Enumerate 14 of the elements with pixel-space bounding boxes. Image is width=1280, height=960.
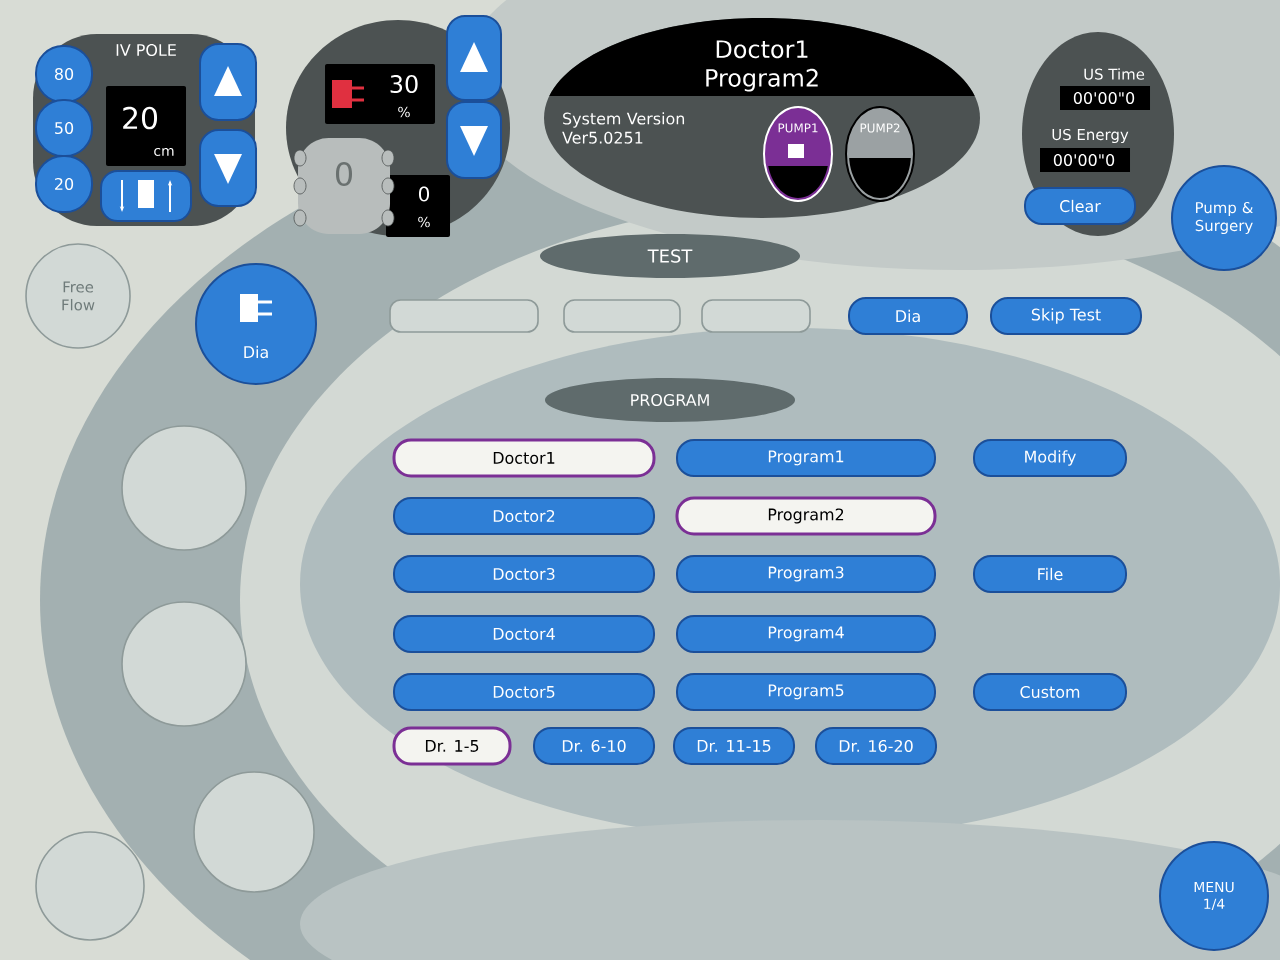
bottle-button — [100, 170, 192, 222]
down-arrow-button — [199, 129, 257, 207]
disabled-button — [389, 299, 539, 333]
down-arrow-button — [446, 101, 502, 179]
disabled-round-button — [121, 425, 247, 551]
up-arrow-button — [446, 15, 502, 101]
disabled-round-button — [193, 771, 315, 893]
disabled-button — [701, 299, 811, 333]
handpiece-drawing: 0 — [293, 138, 395, 234]
up-arrow-button — [199, 43, 257, 121]
section-band: TEST — [540, 234, 800, 278]
disabled-round-button — [121, 601, 247, 727]
disabled-round-button — [35, 831, 145, 941]
disabled-button — [563, 299, 681, 333]
